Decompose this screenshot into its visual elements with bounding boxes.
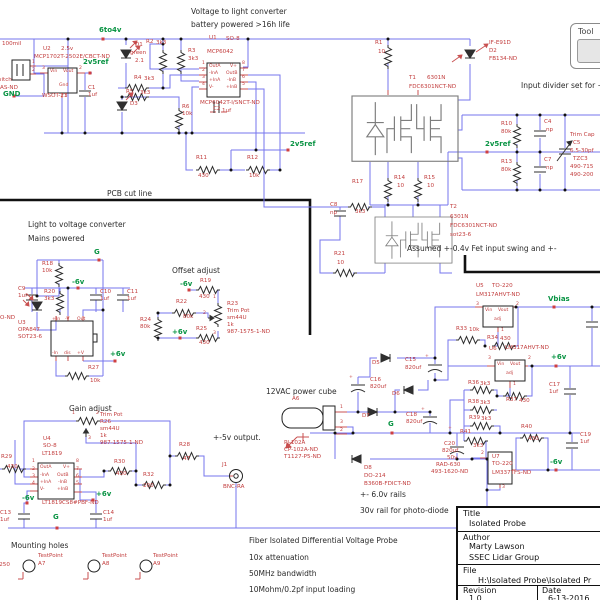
resistors [1,44,545,489]
titleblock-author-group: SSEC Lidar Group [469,553,540,562]
titleblock-title-label: Title [463,509,481,518]
bnc-connector [229,469,243,483]
wires-top [0,38,600,274]
switch-connector [11,59,31,81]
diodes [31,49,476,464]
titleblock-date-value: 6-13-2016 [548,594,590,600]
titleblock-file-value: H:\Isolated Probe\Isolated Pr [478,576,592,585]
title-block: Title Isolated Probe Author Marty Lawson… [456,506,600,600]
test-points [22,559,153,573]
tool-button[interactable] [577,39,600,63]
junction-dots [35,37,594,492]
pcb-cut-line [0,198,312,335]
titleblock-divider [537,586,538,600]
pin-stubs [18,65,528,580]
ic-boxes [37,62,526,500]
wires-psu [310,306,600,528]
mosfet-t2 [374,216,453,264]
titleblock-title-value: Isolated Probe [469,519,526,528]
trimmer-arrows [82,140,573,437]
tool-panel-title: Tool [578,27,594,36]
capacitors [17,90,599,520]
titleblock-author-name: Marty Lawson [469,542,525,551]
titleblock-revision-label: Revision [463,586,497,595]
pcb-cut-line-right [463,255,600,274]
titleblock-revision-value: 1.0 [469,594,482,600]
wires-amp [0,259,487,529]
titleblock-date-label: Date [542,586,562,595]
led-arrows [22,40,489,307]
titleblock-author-label: Author [463,533,490,542]
mosfet-t1 [351,95,459,162]
net-dots [12,37,558,530]
power-jack [281,405,336,431]
titleblock-file-label: File [463,566,477,575]
tool-panel[interactable]: Tool [570,23,600,69]
